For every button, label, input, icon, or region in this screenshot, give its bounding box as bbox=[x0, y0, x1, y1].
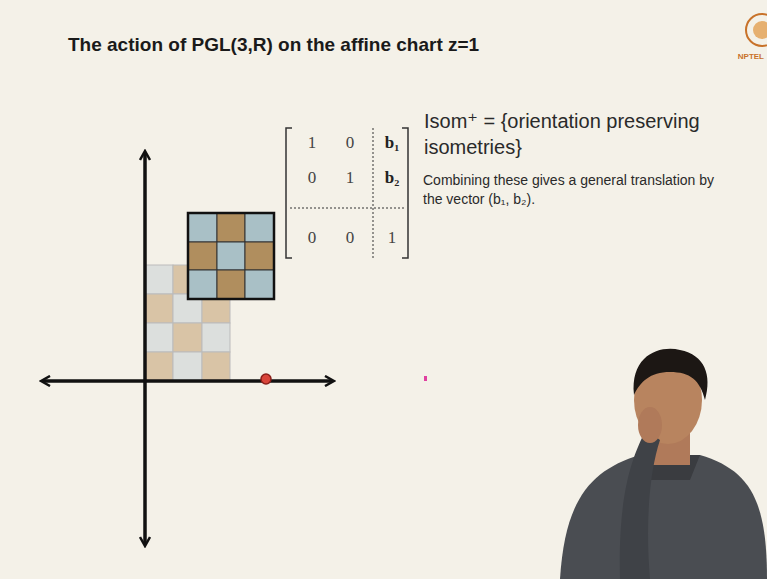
definition-text: Isom⁺ = {orientation preserving isometri… bbox=[424, 108, 754, 160]
matrix-entry: 0 bbox=[346, 228, 355, 248]
matrix-entry: 0 bbox=[308, 228, 317, 248]
logo-text: NPTEL bbox=[738, 52, 764, 61]
matrix-entry: 1 bbox=[346, 168, 355, 188]
pointer-dot bbox=[261, 374, 271, 384]
matrix-brackets bbox=[286, 128, 408, 258]
translated-grid bbox=[188, 213, 274, 299]
cursor-mark bbox=[424, 376, 427, 381]
note-text: Combining these gives a general translat… bbox=[423, 171, 723, 209]
axes bbox=[42, 152, 333, 545]
matrix-entry: 0 bbox=[346, 133, 355, 153]
matrix-entry: b₂ bbox=[385, 168, 400, 188]
matrix-entry: 1 bbox=[388, 228, 397, 248]
logo bbox=[746, 14, 767, 46]
presenter bbox=[560, 349, 767, 579]
matrix-entry: 0 bbox=[308, 168, 317, 188]
slide-title: The action of PGL(3,R) on the affine cha… bbox=[68, 34, 479, 56]
matrix-entry: b₁ bbox=[385, 133, 400, 153]
matrix-entry: 1 bbox=[308, 133, 317, 153]
